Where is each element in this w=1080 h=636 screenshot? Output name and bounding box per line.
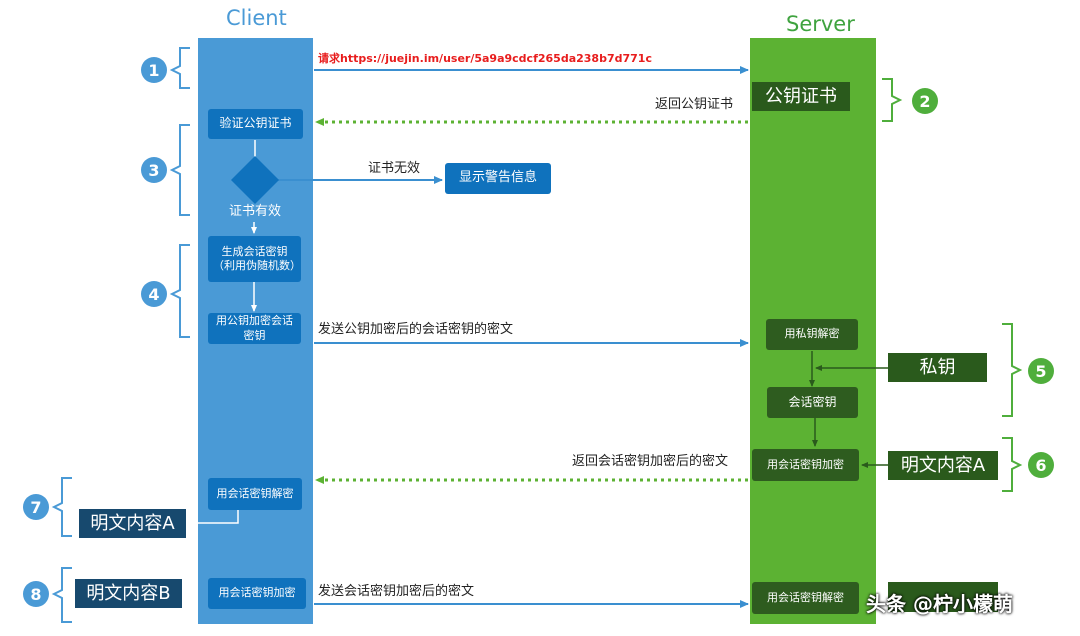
client-plaintext-b-box: 明文内容B — [75, 579, 182, 608]
server-encrypt-session-key-box: 用会话密钥加密 — [752, 449, 859, 481]
bracket-step-5 — [1002, 323, 1023, 417]
client-plaintext-a-box: 明文内容A — [79, 509, 186, 538]
return-ciphertext-label: 返回会话密钥加密后的密文 — [572, 454, 729, 469]
bracket-step-4 — [169, 244, 190, 338]
step-number-6: 6 — [1028, 452, 1054, 478]
step-number-4: 4 — [141, 281, 167, 307]
flow-line — [187, 510, 239, 526]
server-plaintext-b-box — [888, 582, 998, 612]
client-encrypt-session-key-box: 用会话密钥加密 — [208, 578, 306, 609]
server-plaintext-a-box: 明文内容A — [888, 451, 998, 480]
bracket-step-2 — [882, 78, 903, 122]
bracket-step-7 — [51, 477, 72, 537]
step-number-7: 7 — [23, 494, 49, 520]
show-warning-box: 显示警告信息 — [445, 163, 551, 194]
bracket-step-6 — [1002, 437, 1023, 492]
request-label: 请求https://juejin.im/user/5a9a9cdcf265da2… — [318, 52, 652, 65]
gen-session-key-box: 生成会话密钥（利用伪随机数） — [208, 236, 301, 282]
cert-invalid-label: 证书无效 — [368, 161, 421, 176]
server-decrypt-session-key-box: 用会话密钥解密 — [752, 582, 859, 614]
encrypt-session-key-box: 用公钥加密会话密钥 — [208, 313, 301, 344]
send-session-key-label: 发送公钥加密后的会话密钥的密文 — [318, 322, 514, 337]
decrypt-with-session-key-box: 用会话密钥解密 — [208, 478, 302, 510]
cert-check-diamond — [231, 156, 279, 204]
watermark: 头条 @柠小檬萌 — [866, 592, 1013, 616]
step-number-5: 5 — [1028, 358, 1054, 384]
client-title: Client — [226, 6, 287, 30]
send-ciphertext-label: 发送会话密钥加密后的密文 — [318, 584, 475, 599]
step-number-8: 8 — [23, 581, 49, 607]
bracket-step-8 — [51, 567, 72, 623]
step-number-3: 3 — [141, 157, 167, 183]
session-key-box: 会话密钥 — [767, 387, 858, 418]
bracket-step-3 — [169, 124, 190, 216]
private-key-box: 私钥 — [888, 353, 987, 382]
return-cert-label: 返回公钥证书 — [655, 97, 734, 112]
step-number-1: 1 — [141, 57, 167, 83]
server-title: Server — [786, 12, 855, 36]
verify-cert-box: 验证公钥证书 — [208, 109, 303, 139]
public-cert-box: 公钥证书 — [752, 82, 850, 111]
cert-valid-label: 证书有效 — [229, 204, 282, 219]
step-number-2: 2 — [912, 88, 938, 114]
decrypt-private-key-box: 用私钥解密 — [766, 319, 858, 350]
bracket-step-1 — [169, 47, 190, 89]
